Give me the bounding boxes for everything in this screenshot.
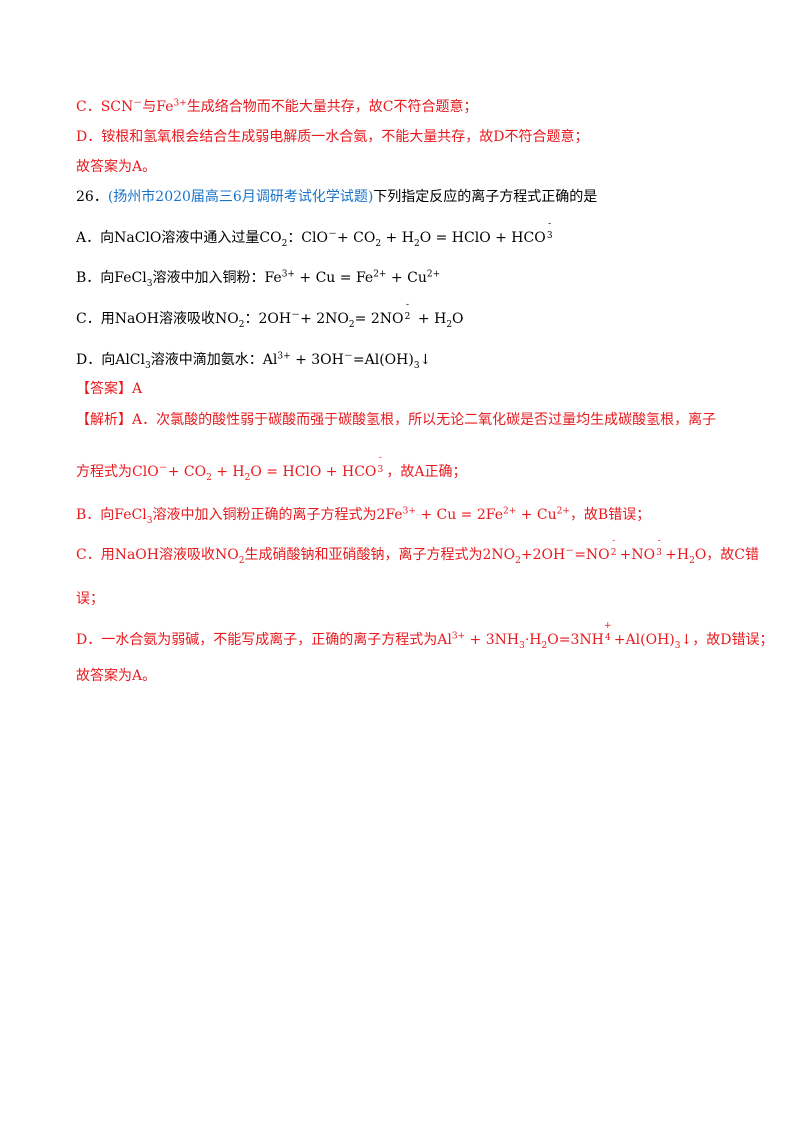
- analysis-line-2: 方程式为ClO－+ CO2 + H2O = HClO + HCO-3，故A正确；: [76, 453, 467, 483]
- analysis-line-4: C．用NaOH溶液吸收NO2生成硝酸钠和亚硝酸钠，离子方程式为2NO2+2OH－…: [76, 536, 760, 566]
- analysis-line-6: D．一水合氨为弱碱，不能写成离子，正确的离子方程式为Al3+ + 3NH3·H2…: [76, 621, 774, 651]
- prev-option-c: C．SCN－与Fe3+生成络合物而不能大量共存，故C不符合题意；: [76, 98, 478, 115]
- analysis-line-5: 误；: [76, 591, 104, 607]
- option-b: B．向FeCl3溶液中加入铜粉：Fe3+ + Cu = Fe2+ + Cu2+: [76, 269, 441, 289]
- prev-answer: 故答案为A。: [76, 159, 157, 175]
- option-c: C．用NaOH溶液吸收NO2：2OH－+ 2NO2 = 2NO-2 + H2O: [76, 300, 464, 330]
- option-d: D．向AlCl3溶液中滴加氨水：Al3+ + 3OH－=Al(OH)3↓: [76, 351, 432, 371]
- analysis-line-1: 【解析】A．次氯酸的酸性弱于碳酸而强于碳酸氢根，所以无论二氧化碳是否过量均生成碳…: [76, 412, 717, 428]
- prev-option-d: D．铵根和氢氧根会结合生成弱电解质一水合氨，不能大量共存，故D不符合题意；: [76, 129, 589, 145]
- question-26: 26．(扬州市2020届高三6月调研考试化学试题)下列指定反应的离子方程式正确的…: [76, 189, 598, 205]
- option-a: A．向NaClO溶液中通入过量CO2：ClO－+ CO2 + H2O = HCl…: [76, 219, 553, 249]
- question-source: (扬州市2020届高三6月调研考试化学试题): [107, 189, 374, 205]
- analysis-line-7: 故答案为A。: [76, 668, 157, 684]
- answer: 【答案】A: [76, 381, 143, 397]
- analysis-line-3: B．向FeCl3溶液中加入铜粉正确的离子方程式为2Fe3+ + Cu = 2Fe…: [76, 506, 651, 526]
